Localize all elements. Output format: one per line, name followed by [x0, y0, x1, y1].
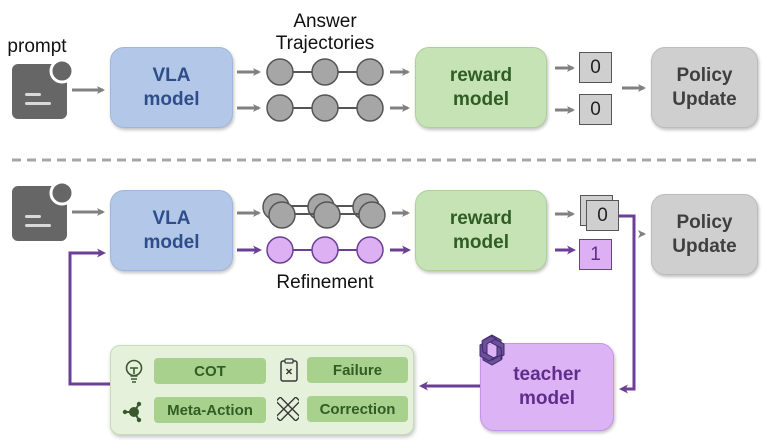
teacher-model-line1: teacher [513, 364, 581, 385]
prompt-label: prompt [7, 36, 67, 57]
refinement-node [266, 236, 294, 264]
trajectory-node [313, 201, 341, 229]
policy-update-top-line1: Policy [676, 64, 733, 86]
score-box-top-1: 0 [579, 52, 612, 83]
vla-model-bottom-line1: VLA [152, 207, 191, 229]
prompt-icon-bottom [12, 180, 75, 241]
trajectory-node [356, 94, 384, 122]
trajectory-stack-bottom [262, 193, 386, 229]
openai-logo-icon [479, 334, 505, 366]
knowledge-panel: COT Failure Meta-Action Correction [110, 345, 414, 435]
trajectory-2-top [266, 94, 384, 122]
knowledge-chip-cot: COT [154, 358, 266, 384]
reward-model-top-line1: reward [449, 64, 513, 86]
refinement-trajectory [266, 236, 384, 264]
trajectory-node [268, 201, 296, 229]
ruler-pencil-icon [277, 397, 299, 421]
policy-update-bottom-line1: Policy [676, 211, 733, 233]
policy-update-bottom-line2: Update [672, 235, 737, 257]
trajectory-node [266, 58, 294, 86]
policy-update-top-line2: Update [672, 88, 737, 110]
reward-model-top-line2: model [453, 88, 509, 110]
answer-trajectories-line1: Answer [293, 11, 357, 32]
answer-trajectories-line2: Trajectories [275, 33, 375, 54]
score-box-bottom-1: 1 [579, 239, 612, 270]
lightbulb-icon [125, 359, 143, 383]
score-box-bottom-0: 0 [586, 200, 619, 231]
reward-model-bottom-line2: model [453, 231, 509, 253]
node-graph-icon [122, 401, 142, 423]
knowledge-chip-meta-action: Meta-Action [154, 397, 266, 423]
trajectory-node [266, 94, 294, 122]
teacher-model-line2: model [519, 388, 575, 409]
trajectory-node [358, 201, 386, 229]
feedback-line-knowledge-to-vla [68, 248, 110, 386]
clipboard-x-icon [280, 358, 298, 382]
reward-model-bottom-line1: reward [449, 207, 513, 229]
trajectory-node [311, 94, 339, 122]
vla-model-bottom-line2: model [143, 231, 200, 253]
trajectory-node [311, 58, 339, 86]
feedback-line-score-to-teacher [619, 214, 636, 394]
prompt-icon-top [12, 58, 75, 119]
trajectory-node [356, 58, 384, 86]
knowledge-chip-correction: Correction [307, 396, 408, 422]
trajectory-1-top [266, 58, 384, 86]
knowledge-chip-failure: Failure [307, 357, 408, 383]
vla-model-top-line2: model [143, 88, 200, 110]
teacher-model[interactable]: teacher model [480, 343, 614, 431]
vla-model-top-line1: VLA [152, 64, 191, 86]
refinement-node [311, 236, 339, 264]
answer-trajectories-label: Answer Trajectories [255, 11, 395, 55]
refinement-node [356, 236, 384, 264]
refinement-label: Refinement [276, 272, 374, 293]
score-box-top-2: 0 [579, 94, 612, 125]
